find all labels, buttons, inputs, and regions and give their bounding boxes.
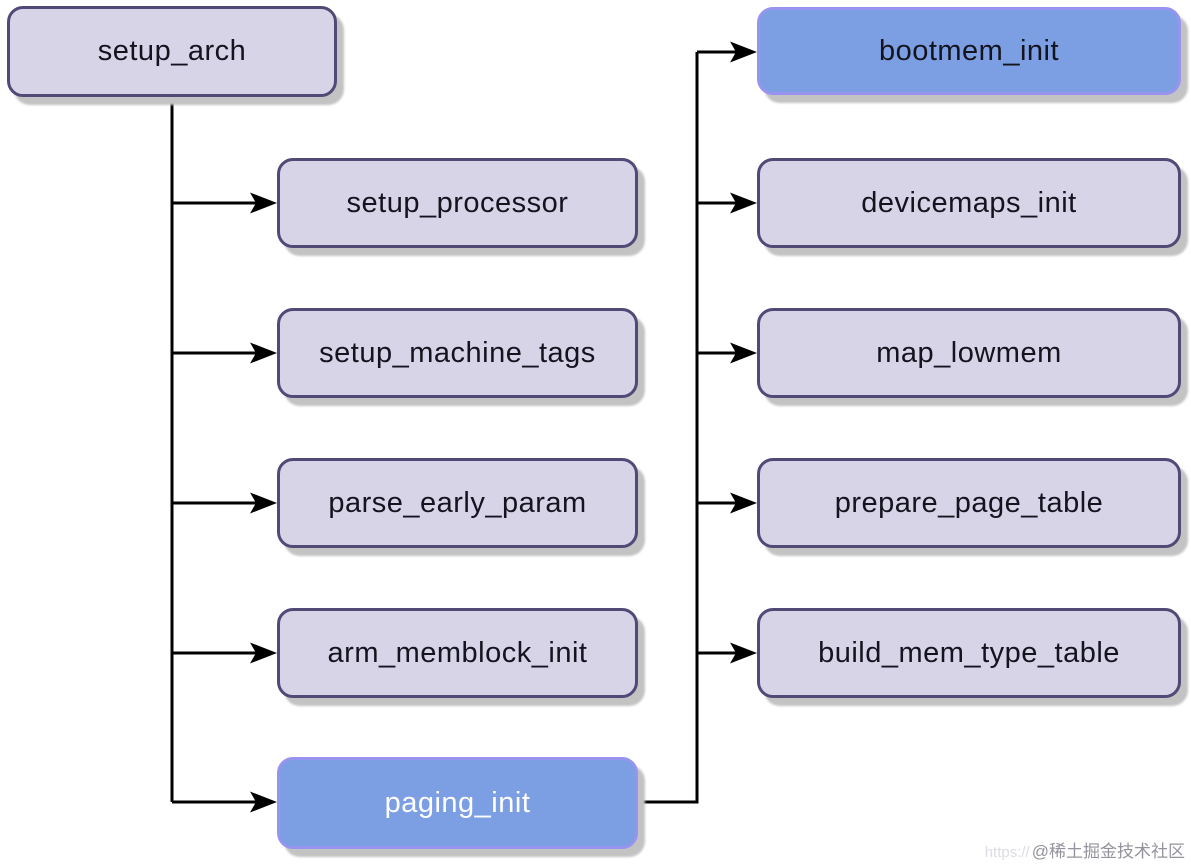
node-setup-arch: setup_arch: [7, 6, 337, 97]
edge-trunk-right: [638, 52, 699, 804]
node-bootmem-init: bootmem_init: [757, 7, 1181, 95]
node-setup-machine-tags: setup_machine_tags: [277, 308, 638, 398]
node-map-lowmem: map_lowmem: [757, 308, 1181, 398]
node-parse-early-param: parse_early_param: [277, 458, 638, 548]
watermark-community-label: @稀土掘金技术社区: [1031, 842, 1185, 861]
arrowhead: [730, 192, 757, 214]
arrowhead: [730, 492, 757, 514]
node-build-mem-type-table: build_mem_type_table: [757, 608, 1181, 698]
arrowhead: [250, 791, 277, 813]
node-arm-memblock-init: arm_memblock_init: [277, 608, 638, 698]
arrowhead: [730, 642, 757, 664]
node-setup-processor: setup_processor: [277, 158, 638, 248]
watermark: https://@稀土掘金技术社区: [985, 837, 1185, 862]
node-prepare-page-table: prepare_page_table: [757, 458, 1181, 548]
arrowhead: [250, 342, 277, 364]
watermark-url-fragment: https://: [984, 844, 1030, 861]
node-devicemaps-init: devicemaps_init: [757, 158, 1181, 248]
arrowhead: [250, 192, 277, 214]
arrowhead: [730, 342, 757, 364]
node-paging-init: paging_init: [277, 757, 638, 849]
arrowhead: [250, 492, 277, 514]
arrowhead: [730, 41, 757, 63]
arrowhead: [250, 642, 277, 664]
arrowheads: [250, 41, 757, 813]
